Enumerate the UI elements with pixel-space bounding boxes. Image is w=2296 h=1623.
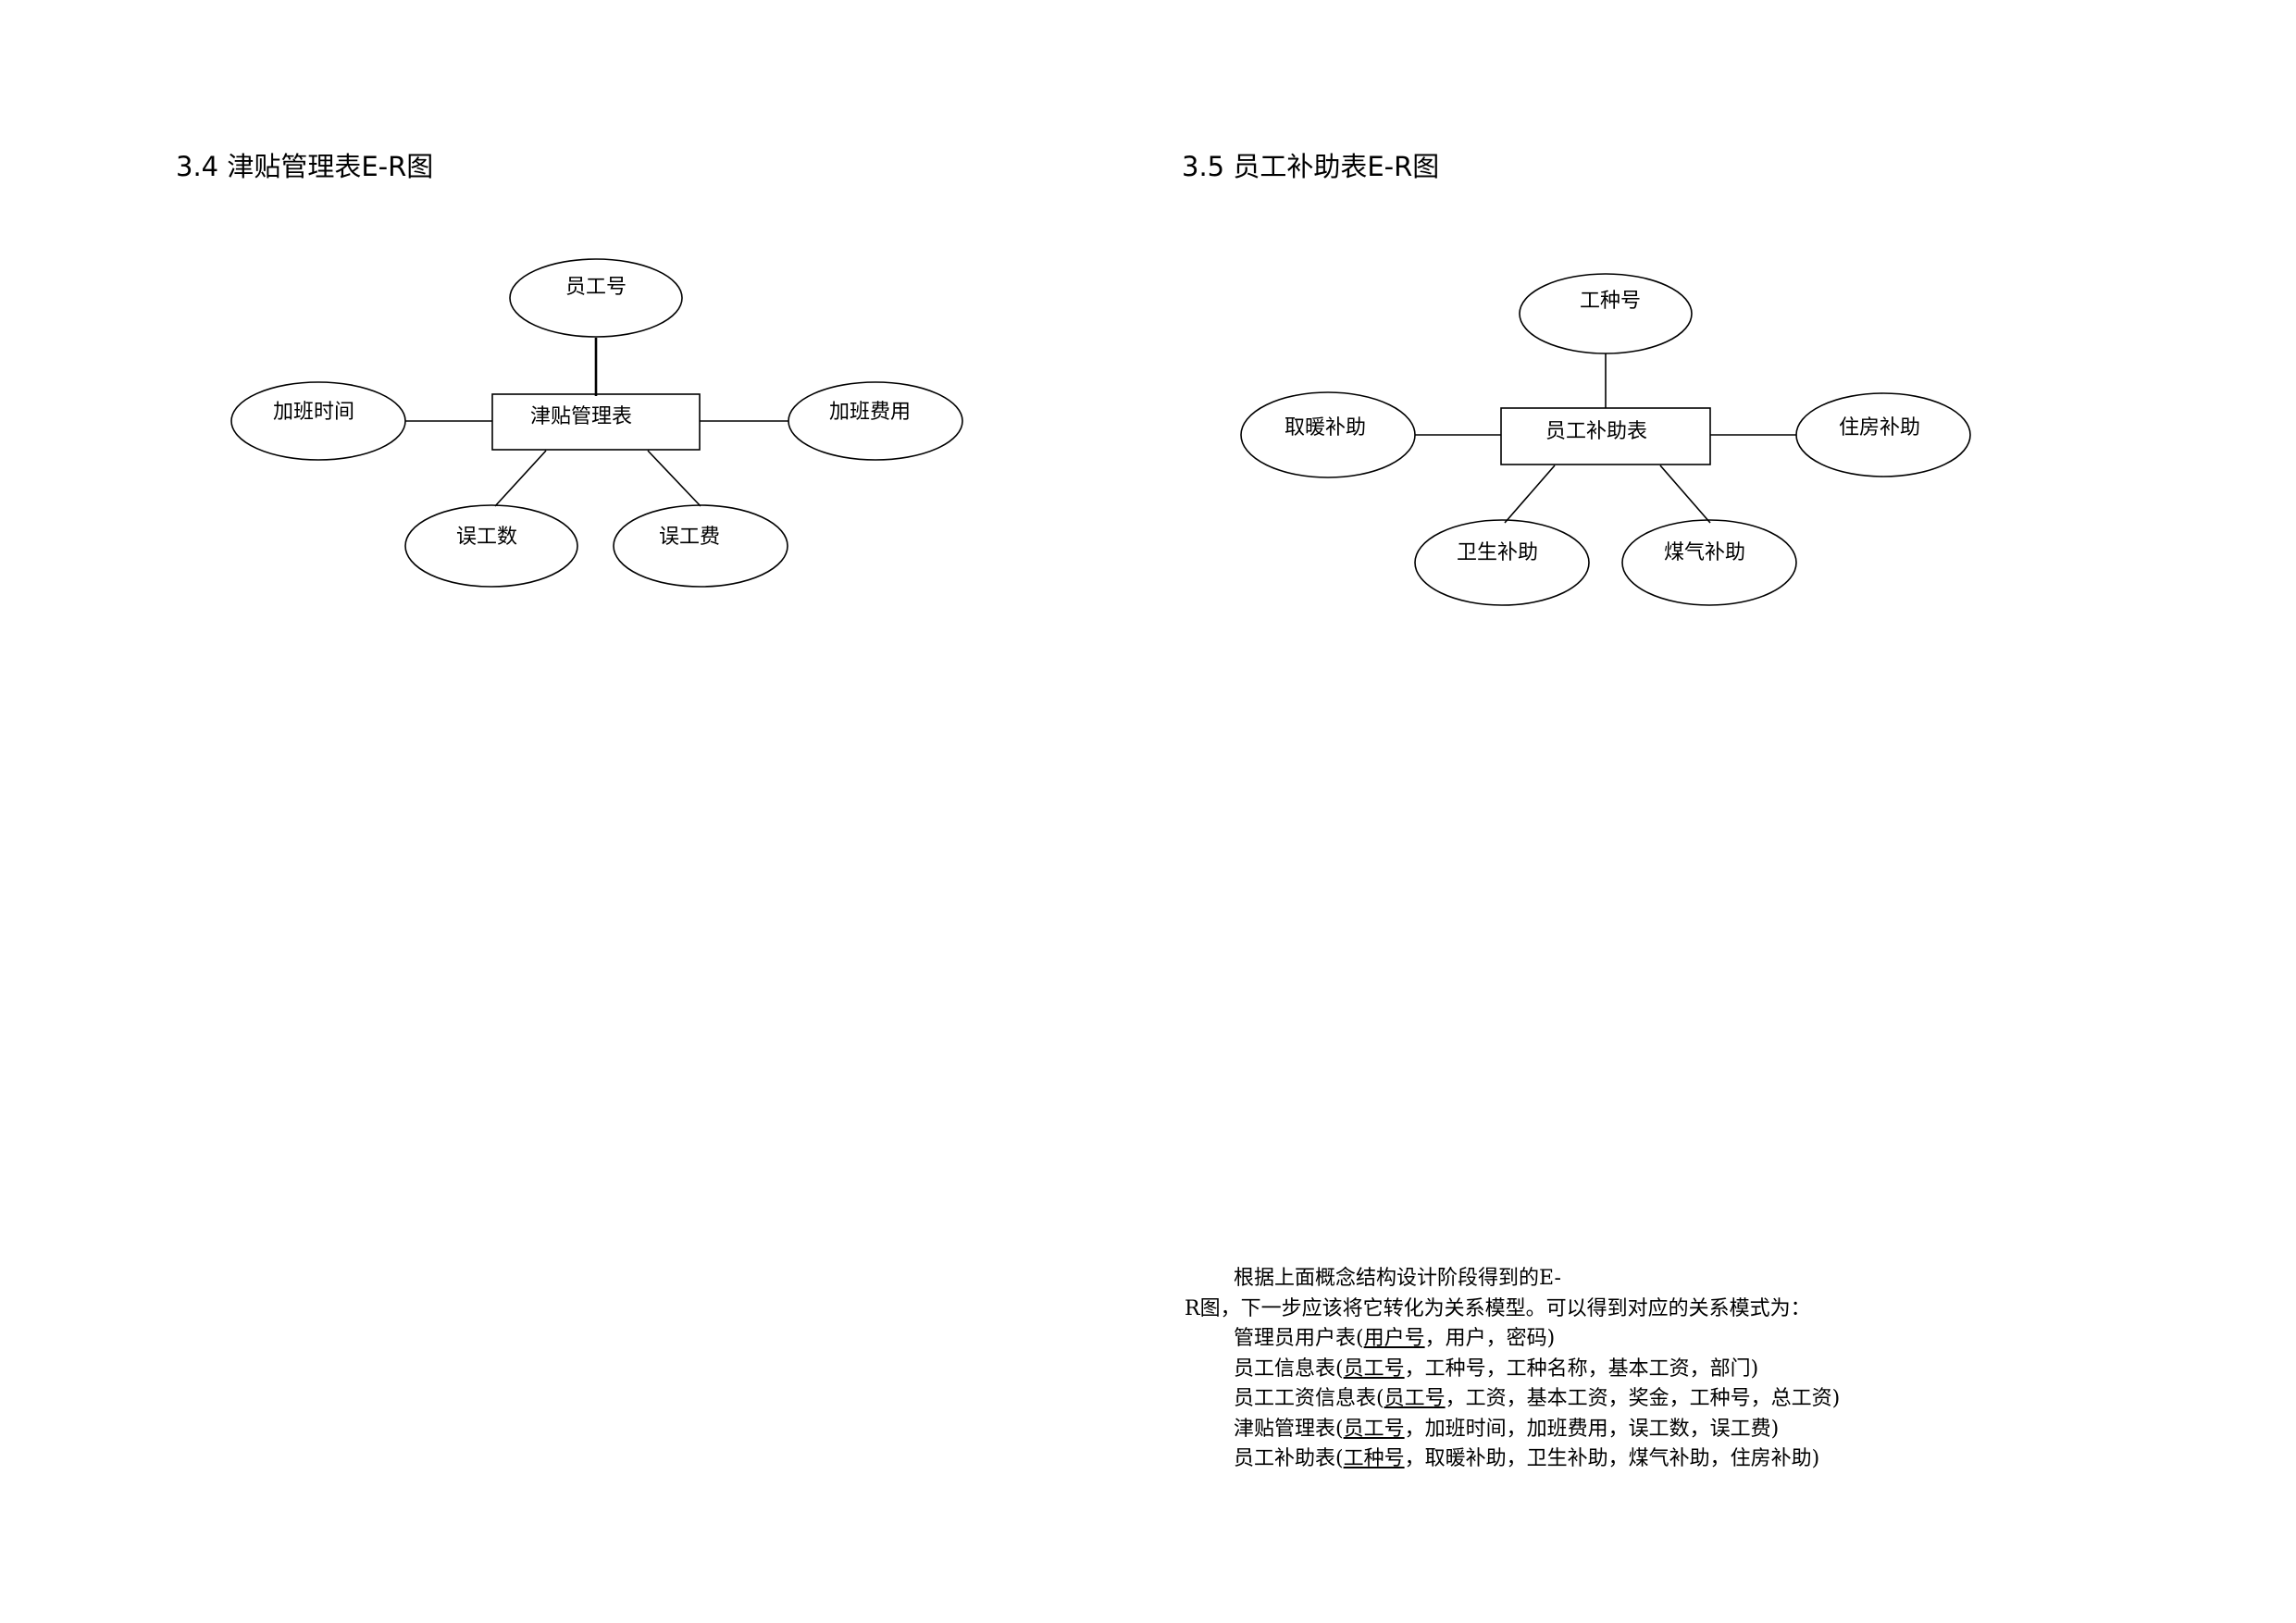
schema-primary-key: 工种号 [1343,1447,1405,1470]
schema-line: 员工信息表(员工号，工种号，工种名称，基本工资，部门) [1185,1355,1840,1385]
attribute-ellipse [1414,519,1590,606]
attr-overtime-hours: 加班时间 [273,401,354,424]
heading-allowance-er: 3.4 津贴管理表E-R图 [176,151,434,182]
schema-name: 员工补助表( [1234,1447,1344,1470]
schema-primary-key: 用户号 [1363,1327,1425,1350]
entity-label-subsidy: 员工补助表 [1545,420,1647,443]
schema-fields: ，工种号，工种名称，基本工资，部门) [1404,1357,1759,1381]
attribute-ellipse [1621,519,1797,606]
attr-overtime-pay: 加班费用 [829,401,911,424]
attribute-ellipse [230,381,406,461]
heading-subsidy-er: 3.5 员工补助表E-R图 [1182,151,1440,182]
paragraph-line: 根据上面概念结构设计阶段得到的E- [1234,1267,1561,1290]
schema-primary-key: 员工号 [1343,1417,1405,1441]
attr-absence-count: 误工数 [456,526,517,549]
attr-sanitation-subsidy: 卫生补助 [1457,541,1538,564]
schema-line: 员工补助表(工种号，取暖补助，卫生补助，煤气补助，住房补助) [1185,1444,1840,1475]
attribute-ellipse [404,504,578,588]
attr-job-type-id: 工种号 [1580,290,1641,313]
connector-line [1659,465,1711,524]
entity-label-allowance: 津贴管理表 [530,405,632,428]
schema-name: 员工信息表( [1234,1357,1344,1381]
schema-name: 员工工资信息表( [1234,1387,1384,1410]
connector-line [494,450,547,507]
connector-line [1504,465,1556,524]
schema-fields: ，工资，基本工资，奖金，工种号，总工资) [1445,1387,1841,1410]
attr-gas-subsidy: 煤气补助 [1664,541,1745,564]
attribute-ellipse [1519,273,1693,354]
entity-box [491,393,701,451]
schema-primary-key: 员工号 [1343,1357,1405,1381]
schema-fields: ，用户，密码) [1424,1327,1556,1350]
schema-line: 员工工资信息表(员工号，工资，基本工资，奖金，工种号，总工资) [1185,1384,1840,1415]
attribute-ellipse [788,381,963,461]
relational-schema-paragraph: 根据上面概念结构设计阶段得到的E- R图，下一步应该将它转化为关系模型。可以得到… [1185,1264,1840,1475]
attr-housing-subsidy: 住房补助 [1839,416,1920,440]
schema-name: 管理员用户表( [1234,1327,1364,1350]
attribute-ellipse [613,504,788,588]
entity-box [1500,407,1711,465]
schema-line: 管理员用户表(用户号，用户，密码) [1185,1324,1840,1355]
schema-fields: ，加班时间，加班费用，误工数，误工费) [1404,1417,1780,1441]
connector-line [647,450,701,507]
paragraph-line: R图，下一步应该将它转化为关系模型。可以得到对应的关系模式为： [1185,1296,1811,1320]
attr-absence-fee: 误工费 [659,526,720,549]
schema-name: 津贴管理表( [1234,1417,1344,1441]
schema-primary-key: 员工号 [1384,1387,1446,1410]
attr-heating-subsidy: 取暖补助 [1285,416,1366,440]
attribute-ellipse [1240,391,1416,478]
attribute-ellipse [1795,392,1971,477]
attribute-ellipse [509,258,683,338]
schema-line: 津贴管理表(员工号，加班时间，加班费用，误工数，误工费) [1185,1415,1840,1445]
schema-fields: ，取暖补助，卫生补助，煤气补助，住房补助) [1404,1447,1820,1470]
attr-employee-id: 员工号 [565,276,627,299]
